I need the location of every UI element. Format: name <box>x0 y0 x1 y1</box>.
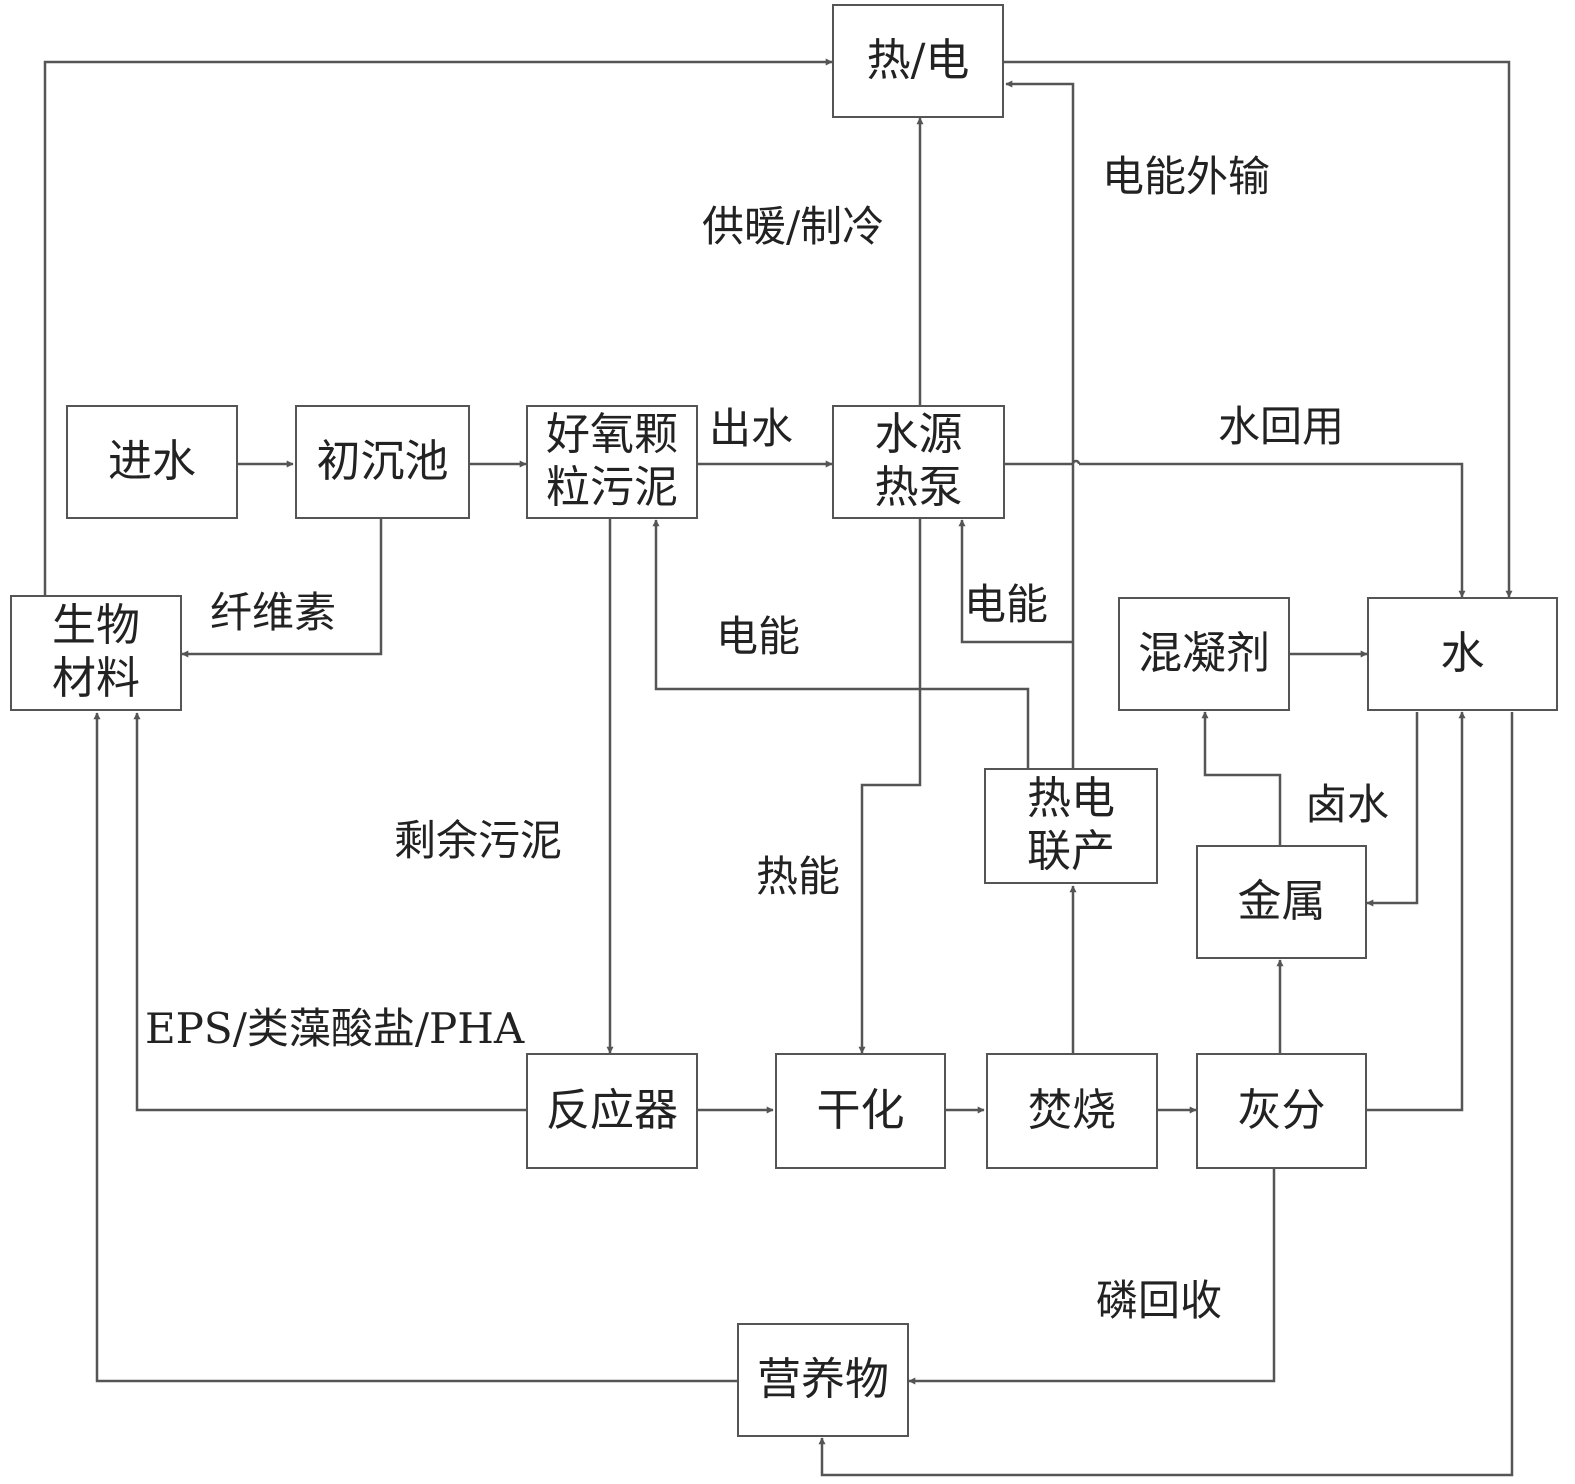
node-aerobic-granular-sludge-label: 好氧颗 粒污泥 <box>546 409 678 513</box>
edge-water-to-metal <box>1366 712 1419 907</box>
node-metal: 金属 <box>1196 845 1367 959</box>
node-ash: 灰分 <box>1196 1053 1367 1169</box>
node-ash-label: 灰分 <box>1237 1084 1326 1136</box>
edge-clarifier-to-biomaterial <box>181 518 383 658</box>
edge-chp-to-ags <box>652 519 1030 768</box>
label-electricity-ags: 电能 <box>716 612 801 661</box>
node-chp-label: 热电 联产 <box>1027 773 1115 877</box>
label-power-export: 电能外输 <box>1102 152 1271 201</box>
node-metal-label: 金属 <box>1237 875 1326 927</box>
label-effluent: 出水 <box>709 404 794 453</box>
edge-heat-power-to-water <box>1004 60 1513 598</box>
node-drying: 干化 <box>775 1053 946 1169</box>
edge-nutrient-to-biomaterial <box>93 712 737 1383</box>
label-phosphorus-recovery: 磷回收 <box>1096 1276 1223 1325</box>
node-drying-label: 干化 <box>816 1084 905 1136</box>
edge-ash-to-nutrient <box>908 1169 1276 1385</box>
node-primary-clarifier-label: 初沉池 <box>316 435 449 487</box>
edge-heatpump-to-drying <box>858 518 922 1054</box>
node-aerobic-granular-sludge: 好氧颗 粒污泥 <box>526 405 698 519</box>
node-water: 水 <box>1367 597 1558 711</box>
node-water-label: 水 <box>1440 627 1485 679</box>
label-brine: 卤水 <box>1305 780 1390 829</box>
node-water-source-heat-pump-label: 水源 热泵 <box>874 409 963 513</box>
node-coagulant-label: 混凝剂 <box>1138 627 1270 679</box>
label-excess-sludge: 剩余污泥 <box>394 816 563 865</box>
node-biomaterial-label: 生物 材料 <box>52 600 140 704</box>
label-electricity-heatpump: 电能 <box>964 580 1049 629</box>
node-primary-clarifier: 初沉池 <box>295 405 470 519</box>
node-inflow-label: 进水 <box>108 435 196 487</box>
node-incineration-label: 焚烧 <box>1028 1084 1116 1136</box>
label-thermal-energy: 热能 <box>756 852 841 901</box>
edge-reactor-to-biomaterial <box>133 712 526 1112</box>
label-heating-cooling: 供暖/制冷 <box>702 202 885 251</box>
edge-biomaterial-to-heat-power <box>43 58 833 595</box>
node-nutrient-label: 营养物 <box>757 1353 889 1405</box>
node-biomaterial: 生物 材料 <box>10 595 182 711</box>
node-reactor: 反应器 <box>526 1053 698 1169</box>
node-nutrient: 营养物 <box>737 1323 909 1437</box>
node-incineration: 焚烧 <box>986 1053 1158 1169</box>
edge-ash-to-water <box>1367 711 1466 1112</box>
node-water-source-heat-pump: 水源 热泵 <box>832 405 1005 519</box>
node-chp: 热电 联产 <box>984 768 1158 884</box>
crossing-hop <box>1071 459 1081 465</box>
edge-metal-to-coagulant <box>1201 711 1282 845</box>
node-reactor-label: 反应器 <box>546 1084 678 1136</box>
edge-chp-to-heat-power <box>1005 80 1075 768</box>
label-water-reuse: 水回用 <box>1218 402 1345 451</box>
edge-heatpump-to-water <box>1005 462 1462 597</box>
node-heat-power-label: 热/电 <box>866 34 970 86</box>
node-inflow: 进水 <box>66 405 238 519</box>
edge-chp-to-heatpump <box>958 519 1073 644</box>
edge-water-to-nutrient <box>818 712 1514 1477</box>
node-coagulant: 混凝剂 <box>1118 597 1290 711</box>
label-cellulose: 纤维素 <box>210 588 337 637</box>
label-biopolymers: EPS/类藻酸盐/PHA <box>145 1004 525 1053</box>
node-heat-power: 热/电 <box>832 4 1004 118</box>
